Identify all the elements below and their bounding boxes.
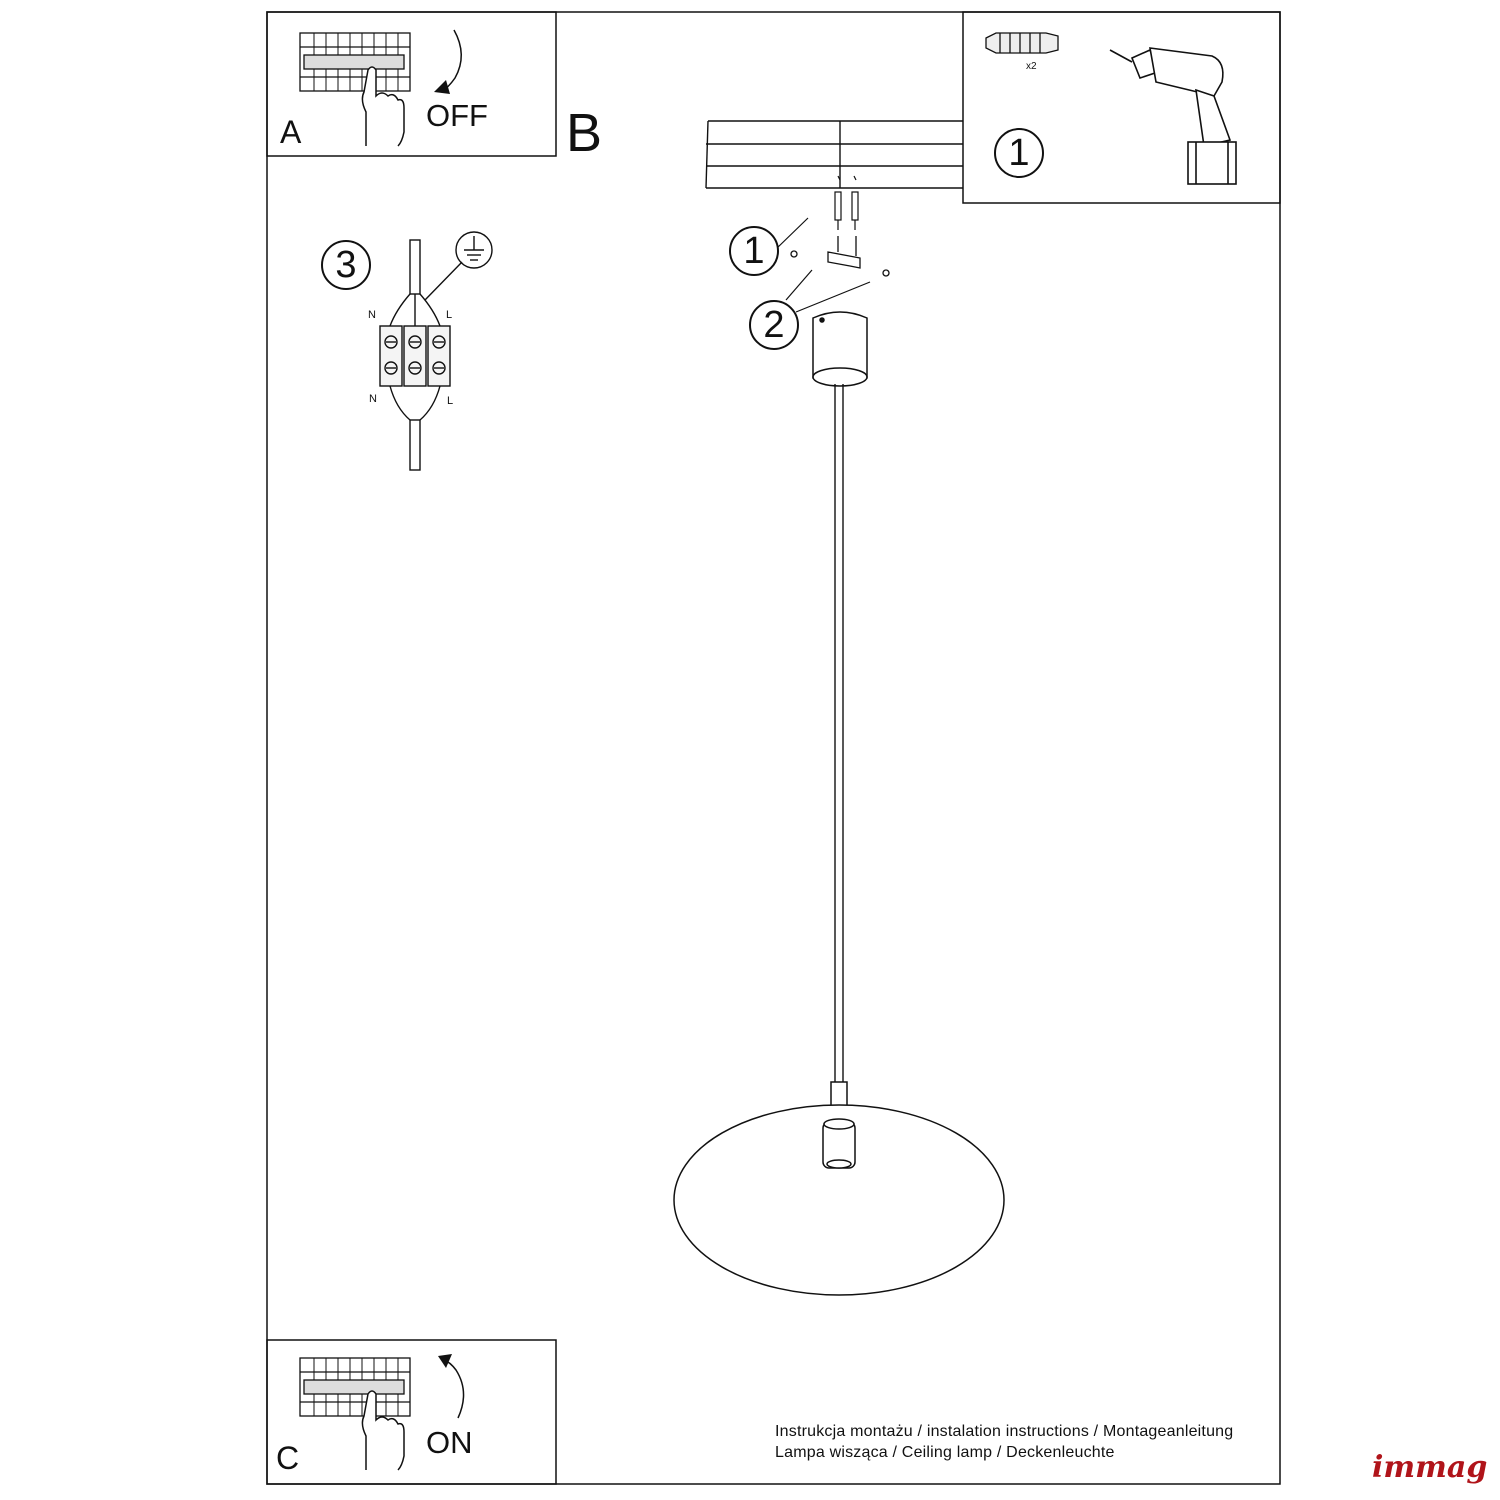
footer-instructions: Instrukcja montażu / instalation instruc…	[775, 1423, 1234, 1440]
on-label: ON	[426, 1425, 473, 1460]
brand-logo: immag	[1372, 1450, 1488, 1485]
neutral-bottom-label: N	[369, 393, 377, 405]
panel-a-letter: A	[280, 114, 302, 150]
breaker-on-icon	[299, 1357, 411, 1417]
terminal-block-icon	[379, 239, 463, 471]
wall-plug-icon	[985, 32, 1059, 54]
footer-product: Lampa wisząca / Ceiling lamp / Deckenleu…	[775, 1444, 1115, 1461]
tools-box	[962, 11, 1281, 204]
panel-a-box	[266, 11, 557, 157]
step-3-badge: 3	[321, 240, 371, 290]
panel-c-box	[266, 1339, 557, 1485]
panel-b-letter: B	[566, 103, 603, 163]
plug-quantity: x2	[1026, 61, 1037, 72]
arrow-down-head-icon	[434, 80, 450, 94]
earth-symbol-icon	[455, 231, 493, 269]
step-1-badge: 1	[729, 226, 779, 276]
live-bottom-label: L	[447, 395, 454, 407]
step-1-badge-tools: 1	[994, 128, 1044, 178]
step-2-badge: 2	[749, 300, 799, 350]
arrow-up-head-icon	[438, 1354, 452, 1368]
canopy	[812, 311, 868, 387]
mounting-bracket-icon	[790, 236, 890, 277]
drill-icon	[1109, 47, 1237, 185]
suspension-cord	[834, 384, 844, 1082]
neutral-top-label: N	[368, 309, 376, 321]
hand-off-icon	[361, 66, 405, 147]
anchors-icon	[834, 175, 859, 230]
panel-c-letter: C	[276, 1440, 300, 1476]
hand-on-icon	[361, 1390, 405, 1471]
lamp-shade	[673, 1081, 1005, 1296]
leader-lines	[774, 217, 871, 313]
arrow-up-icon	[443, 1359, 465, 1419]
breaker-off-icon	[299, 32, 411, 92]
live-top-label: L	[446, 309, 453, 321]
sheet-border	[266, 11, 1281, 1485]
off-label: OFF	[426, 98, 488, 133]
ceiling-section	[705, 120, 963, 189]
